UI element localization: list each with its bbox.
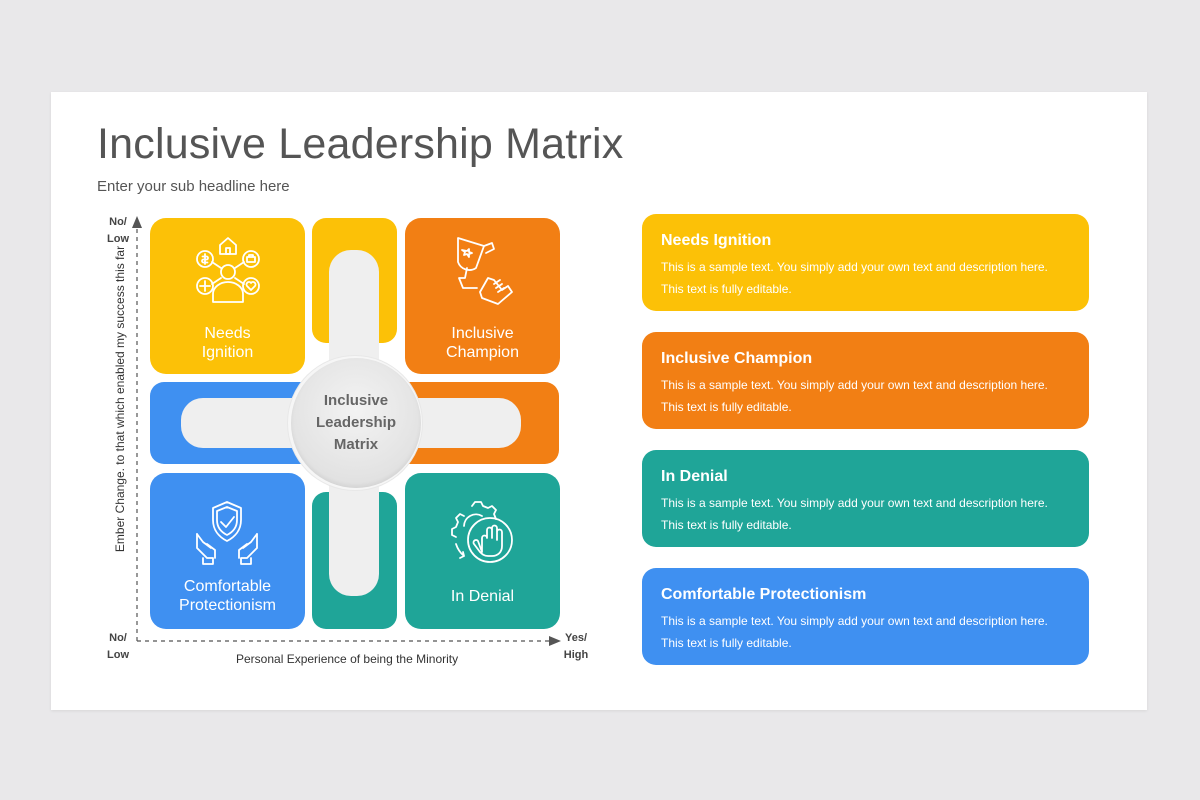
card-inclusive-champion: Inclusive Champion This is a sample text… — [642, 332, 1089, 429]
card-title: Comfortable Protectionism — [661, 586, 867, 603]
card-description-line1: This is a sample text. You simply add yo… — [661, 378, 1048, 392]
card-in-denial: In Denial This is a sample text. You sim… — [642, 450, 1089, 547]
card-title: In Denial — [661, 468, 728, 485]
y-axis-arrow — [132, 216, 142, 228]
quadrant-needs-ignition: Needs Ignition — [150, 218, 305, 374]
y-axis-top-label-line2: Low — [107, 233, 129, 245]
card-description-line1: This is a sample text. You simply add yo… — [661, 614, 1048, 628]
card-description: This is a sample text. You simply add yo… — [661, 374, 1081, 418]
y-axis-title: Ember Change. to that which enabled my s… — [113, 245, 127, 553]
origin-label: No/ Low — [103, 630, 133, 664]
quadrant-label: Inclusive Champion — [405, 324, 560, 362]
quadrant-label-line2: Champion — [446, 344, 519, 361]
slide-title: Inclusive Leadership Matrix — [97, 120, 624, 168]
origin-label-line2: Low — [107, 649, 129, 661]
card-description-line2: This text is fully editable. — [661, 636, 792, 650]
y-axis-top-label: No/ Low — [103, 214, 133, 248]
quadrant-label: In Denial — [405, 587, 560, 606]
card-description-line2: This text is fully editable. — [661, 518, 792, 532]
center-label-line1: Inclusive — [323, 392, 389, 409]
card-title: Inclusive Champion — [661, 350, 813, 367]
person-with-icons-icon — [196, 237, 260, 303]
card-description: This is a sample text. You simply add yo… — [661, 610, 1081, 654]
card-description: This is a sample text. You simply add yo… — [661, 256, 1081, 300]
card-description-line1: This is a sample text. You simply add yo… — [661, 260, 1048, 274]
center-label-line3: Matrix — [333, 436, 379, 453]
quadrant-label-line1: Comfortable — [183, 578, 272, 595]
trophy-hand-icon — [457, 237, 513, 305]
center-label: Inclusive Leadership Matrix — [291, 390, 421, 456]
quadrant-label-line1: In Denial — [450, 588, 515, 605]
matrix-axes — [132, 216, 561, 646]
x-axis-right-label: Yes/ High — [559, 630, 593, 664]
quadrant-in-denial: In Denial — [405, 473, 560, 629]
leadership-matrix: Needs Ignition Inclusive Champion — [51, 92, 1147, 710]
x-axis-arrow — [549, 636, 561, 646]
card-description-line1: This is a sample text. You simply add yo… — [661, 496, 1048, 510]
slide: Inclusive Leadership Matrix Enter your s… — [51, 92, 1147, 710]
card-needs-ignition: Needs Ignition This is a sample text. Yo… — [642, 214, 1089, 311]
x-axis-right-label-line2: High — [563, 649, 589, 661]
quadrant-label-line2: Protectionism — [179, 597, 276, 614]
card-description-line2: This text is fully editable. — [661, 282, 792, 296]
quadrant-label: Needs Ignition — [150, 324, 305, 362]
quadrant-label: Comfortable Protectionism — [150, 577, 305, 615]
y-axis-top-label-line1: No/ — [109, 216, 127, 228]
card-title: Needs Ignition — [661, 232, 772, 249]
quadrant-label-line1: Needs — [204, 325, 251, 342]
card-description-line2: This text is fully editable. — [661, 400, 792, 414]
x-axis-right-label-line1: Yes/ — [564, 632, 588, 644]
x-axis-title: Personal Experience of being the Minorit… — [236, 652, 459, 666]
origin-label-line1: No/ — [109, 632, 127, 644]
gear-stop-hand-icon — [451, 501, 513, 563]
quadrant-inclusive-champion: Inclusive Champion — [405, 218, 560, 374]
center-circle — [291, 358, 421, 488]
slide-subtitle: Enter your sub headline here — [97, 178, 290, 195]
quadrant-comfortable-protectionism: Comfortable Protectionism — [150, 473, 305, 629]
card-description: This is a sample text. You simply add yo… — [661, 492, 1081, 536]
center-label-line2: Leadership — [315, 414, 397, 431]
quadrant-label-line2: Ignition — [201, 344, 254, 361]
shield-hands-icon — [196, 501, 258, 565]
quadrant-label-line1: Inclusive — [451, 325, 514, 342]
card-comfortable-protectionism: Comfortable Protectionism This is a samp… — [642, 568, 1089, 665]
